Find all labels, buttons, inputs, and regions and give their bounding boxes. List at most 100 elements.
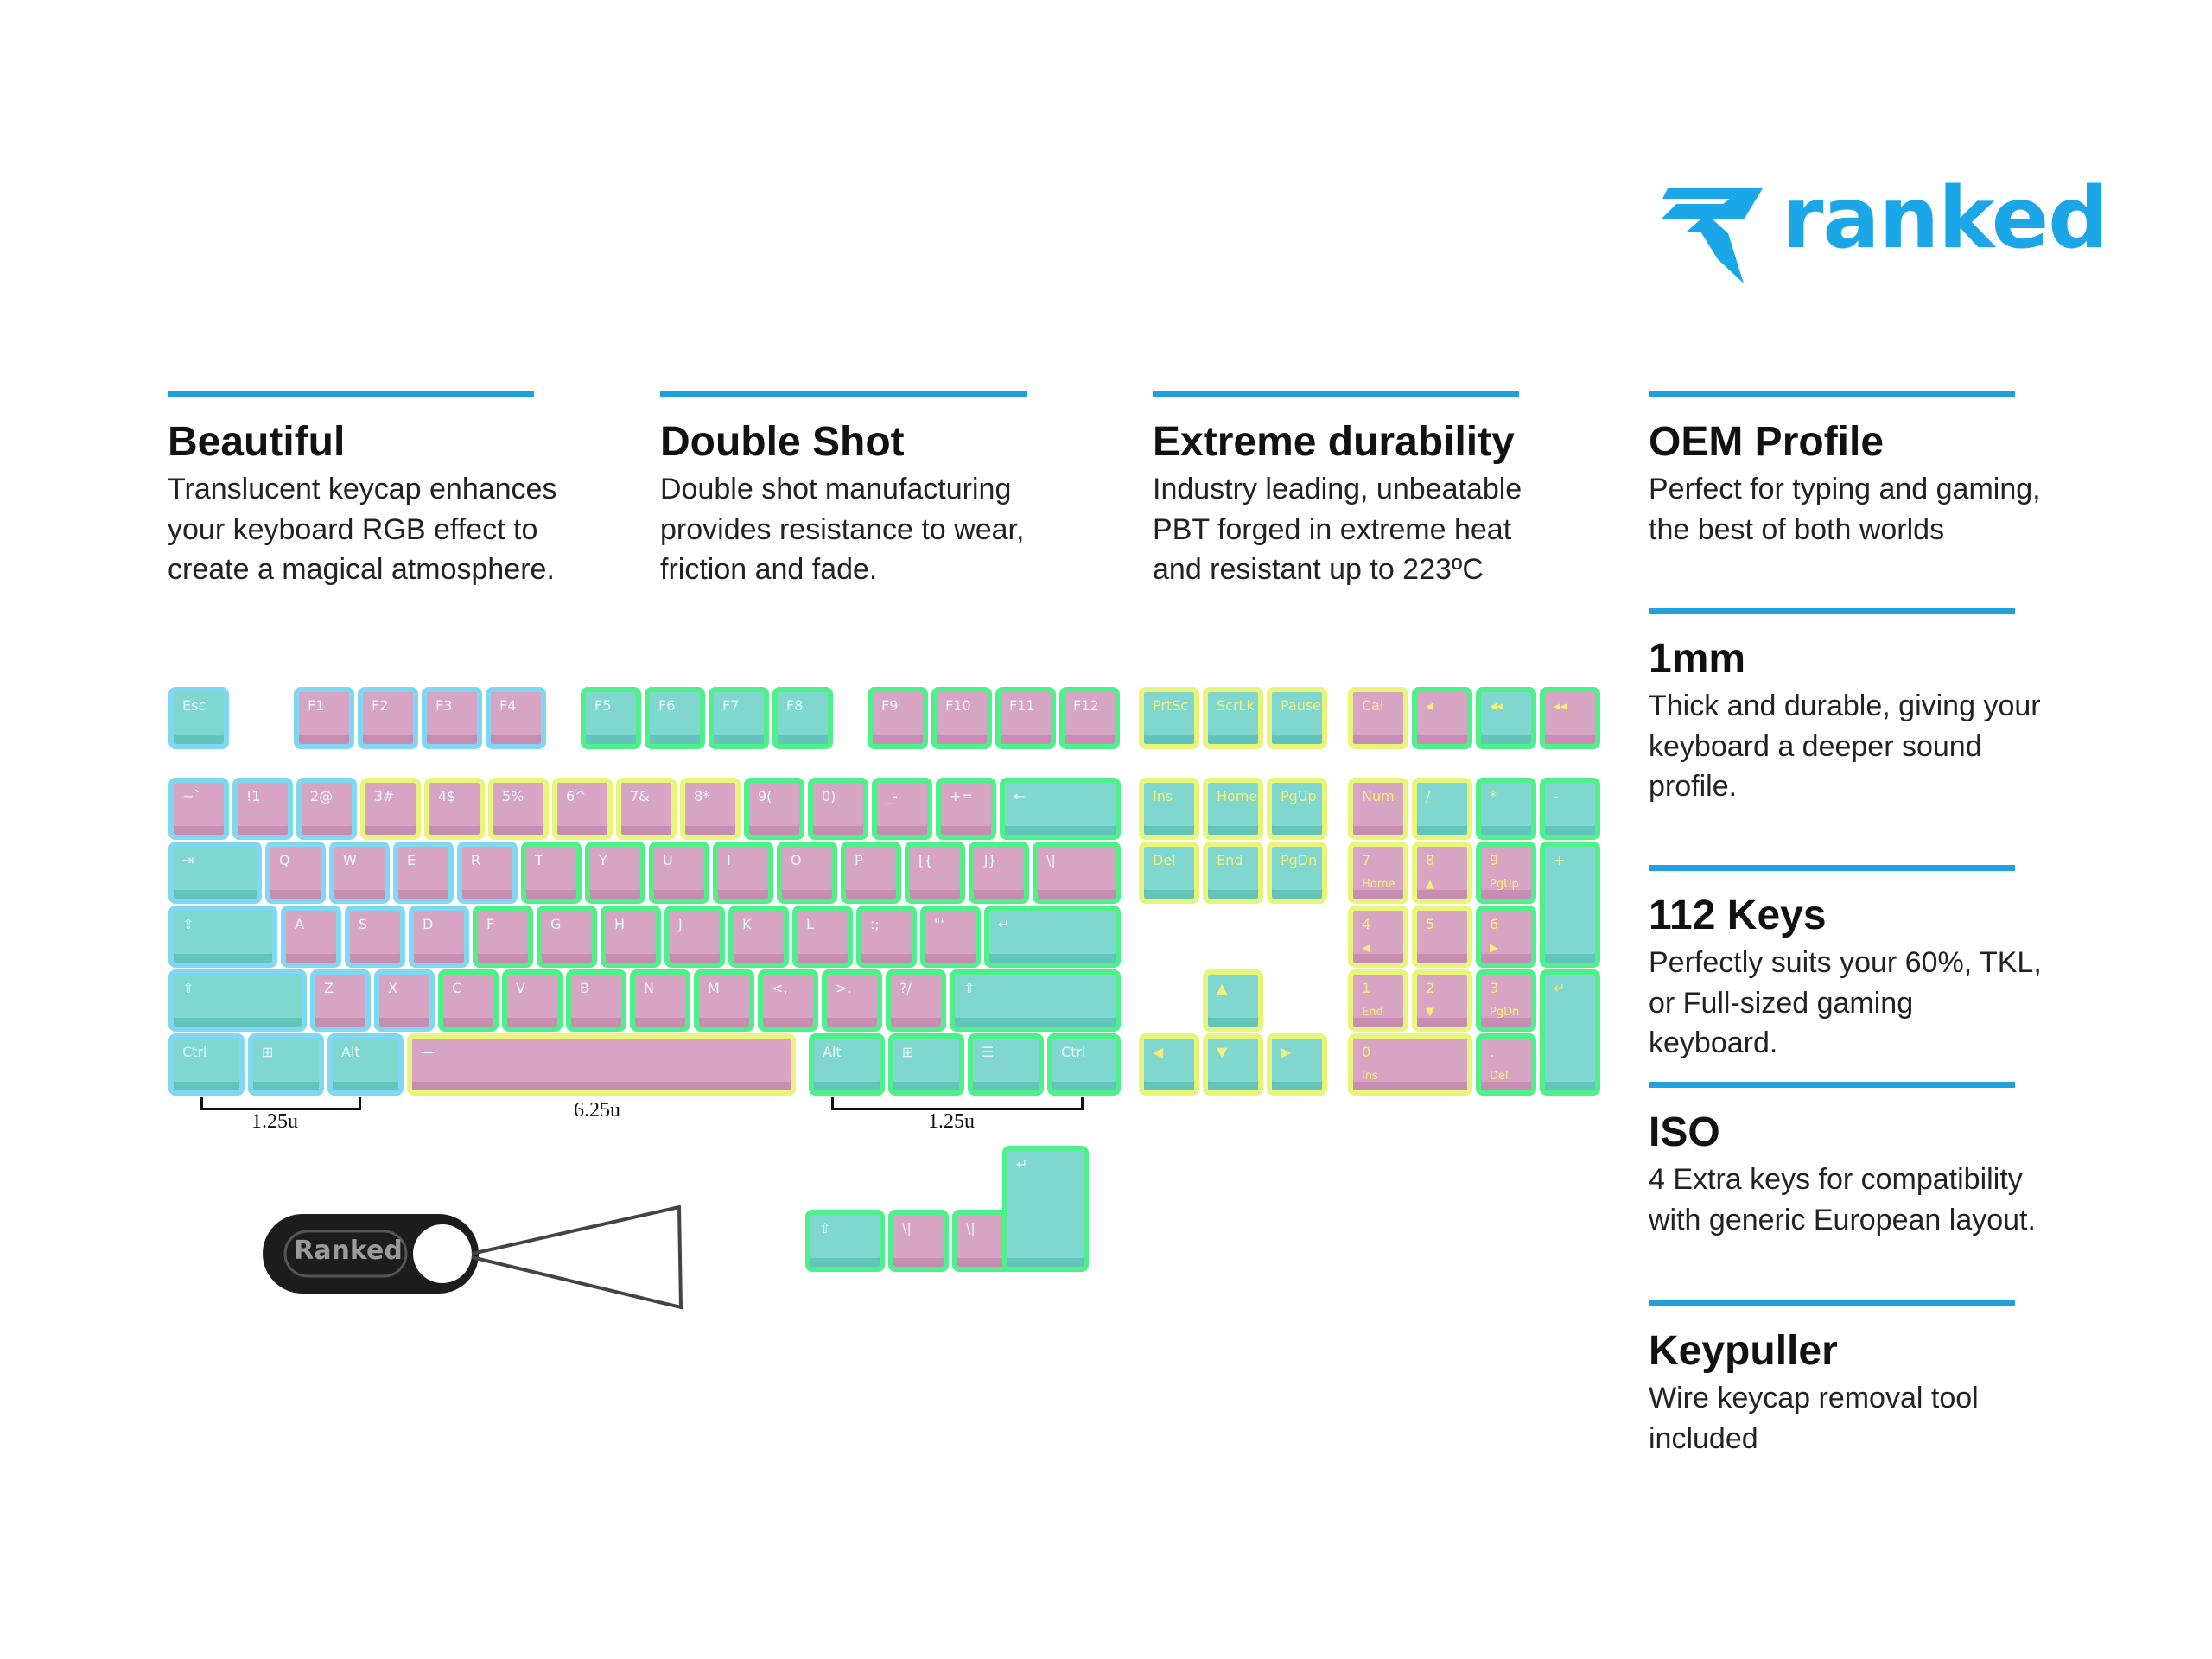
key-ralt: Alt [809,1033,885,1096]
feature-body: Industry leading, unbeatable PBT forged … [1153,473,1522,587]
key-arrow-right: ▶ [1267,1033,1327,1096]
keycap-legend: P [855,852,863,868]
keycap-legend: <, [772,980,788,996]
keycap-legend: 2 [1426,980,1435,996]
keycap-legend: T [535,852,543,868]
key-f10: F10 [931,687,992,749]
key-q-row: Y [585,842,645,904]
key-media: ◂◂ [1476,687,1536,749]
keycap-legend: ↵ [998,916,1010,932]
key-iso-enter: ↵ [1002,1146,1089,1272]
keycap-legend: L [806,916,814,932]
feature-divider [1649,608,2015,614]
key-a-row: :; [856,906,917,968]
key-np4: 4◀ [1348,906,1408,968]
key-q-row: ]} [969,842,1029,904]
dimension-label-left-mod: 1.25u [251,1110,298,1133]
feature-body: Perfectly suits your 60%, TKL, or Full-s… [1649,946,2042,1060]
keycap-legend: Y [599,852,607,868]
keycap-legend: F7 [722,697,740,714]
key-q-row: E [393,842,454,904]
key-backspace: ← [1000,778,1121,840]
keycap-legend: Esc [182,697,207,714]
key-q-row: T [521,842,582,904]
key-num-row: 9( [744,778,804,840]
key-menu: ☰ [968,1033,1044,1096]
keycap-sublegend: End [1362,1006,1383,1019]
keycap-legend: ↵ [1554,980,1566,996]
feature-divider [1153,391,1519,397]
feature-title: ISO [1649,1109,1720,1155]
key-a-row: K [728,906,789,968]
key-lwin: ⊞ [248,1033,324,1096]
key-num-row: 7& [616,778,677,840]
keycap-legend: ▼ [1217,1044,1228,1060]
keycap-legend: D [423,916,434,932]
keycap-legend: Ins [1153,788,1173,804]
key-iso-shift: ⇧ [805,1210,885,1272]
keycap-legend: 6 [1490,916,1499,932]
keycap-legend: F11 [1009,697,1035,714]
key-backslash: \| [1033,842,1121,904]
keycap-legend: 8 [1426,852,1435,868]
key-q-row: U [649,842,709,904]
keycap-legend: Pause [1281,697,1322,714]
keycap-legend: \| [902,1220,912,1236]
keycap-legend: ⇧ [963,980,976,996]
feature-double-shot: Double Shot Double shot manufacturing pr… [660,391,1058,590]
keycap-legend: 6^ [566,788,587,804]
key-lalt: Alt [327,1033,404,1096]
key-f5: F5 [581,687,641,749]
key-enter: ↵ [984,906,1121,968]
keycap-legend: F4 [499,697,517,714]
keycap-legend: O [791,852,802,868]
keycap-legend: ⊞ [902,1044,914,1060]
keycap-legend: S [359,916,368,932]
key-num-row: 5% [488,778,549,840]
key-np-dot: .Del [1476,1033,1536,1096]
key-q-row: W [329,842,390,904]
feature-divider [168,391,534,397]
key-f4: F4 [486,687,546,749]
keycap-legend: R [471,852,481,868]
keycap-legend: "' [934,916,944,932]
keycap-legend: F12 [1073,697,1099,714]
keycap-legend: PgUp [1281,788,1317,804]
key-z-row: ?/ [886,969,946,1032]
key-nav: PgDn [1267,842,1327,904]
keycap-legend: ⇧ [182,980,194,996]
keycap-legend: M [708,980,720,996]
feature-divider [660,391,1027,397]
keycap-legend: ⇪ [182,916,194,932]
keycap-legend: Alt [823,1044,842,1060]
keycap-legend: F6 [658,697,676,714]
key-a-row: H [601,906,661,968]
key-a-row: "' [920,906,981,968]
feature-keypuller: Keypuller Wire keycap removal tool inclu… [1649,1300,2046,1459]
key-num-row: !1 [232,778,293,840]
keycap-legend: J [678,916,683,932]
key-nav: Del [1139,842,1199,904]
ranked-r-logo-icon [1661,188,1763,283]
keycap-legend: ⊞ [262,1044,274,1060]
keycap-legend: 8* [694,788,710,804]
feature-keys: 112 Keys Perfectly suits your 60%, TKL, … [1649,865,2046,1064]
keycap-legend: ◀ [1153,1044,1164,1060]
key-f1: F1 [294,687,354,749]
feature-title: 1mm [1649,636,1746,682]
keycap-legend: - [1554,788,1559,804]
keycap-legend: X [388,980,397,996]
keypuller-tool: Ranked [259,1197,691,1318]
key-numpad: - [1540,778,1600,840]
keycap-legend: E [407,852,416,868]
keycap-legend: . [1490,1044,1495,1060]
keycap-legend: ◂◂ [1554,697,1568,714]
keycap-legend: 1 [1362,980,1371,996]
feature-body: Wire keycap removal tool included [1649,1382,1979,1455]
keycap-legend: N [644,980,654,996]
keycap-legend: F5 [594,697,612,714]
key-nav: End [1203,842,1263,904]
key-f2: F2 [358,687,418,749]
keycap-legend: W [343,852,357,868]
key-q-row: [{ [905,842,965,904]
